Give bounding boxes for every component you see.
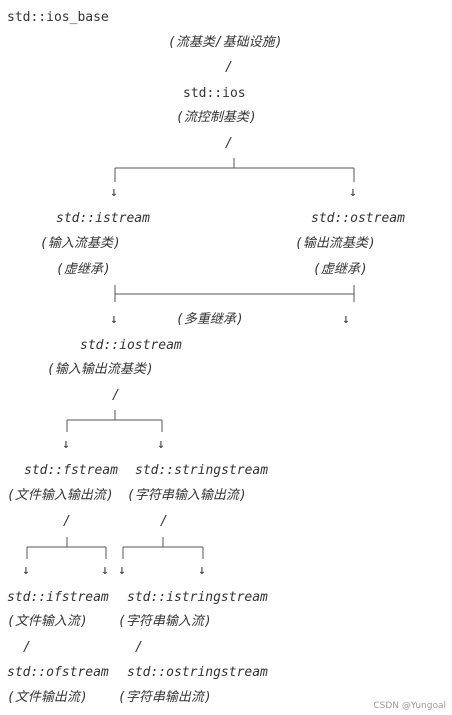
multi-inherit-label: (多重继承): [176, 312, 244, 327]
node-iostream-desc: (输入输出流基类): [47, 362, 154, 377]
pipe-glyph: /: [23, 640, 31, 655]
node-fstream-desc: (文件输入输出流): [7, 488, 114, 503]
watermark-text: CSDN @Yungoal: [373, 701, 446, 711]
node-istream-name: std::istream: [56, 211, 150, 226]
node-ostream-note: (虚继承): [313, 262, 368, 277]
node-istringstream-desc: (字符串输入流): [118, 614, 212, 629]
node-ios-base-name: std::ios_base: [7, 10, 109, 25]
arrow-down: ↓: [110, 312, 118, 327]
node-ofstream-desc: (文件输出流): [7, 690, 88, 705]
arrow-down: ↓: [349, 185, 357, 200]
pipe-glyph: /: [112, 388, 120, 403]
node-ifstream-desc: (文件输入流): [7, 614, 88, 629]
arrow-down: ↓: [157, 437, 165, 452]
pipe-glyph: /: [135, 640, 143, 655]
node-stringstream-name: std::stringstream: [135, 463, 269, 478]
node-ifstream-name: std::ifstream: [7, 590, 109, 605]
node-ostream-name: std::ostream: [311, 211, 405, 226]
node-stringstream-desc: (字符串输入输出流): [127, 488, 247, 503]
pipe-glyph: /: [225, 136, 233, 151]
arrow-down: ↓: [110, 185, 118, 200]
node-ios-desc: (流控制基类): [176, 110, 257, 125]
arrow-down: ↓: [22, 563, 30, 578]
node-ostringstream-name: std::ostringstream: [127, 665, 268, 680]
node-ofstream-name: std::ofstream: [7, 665, 109, 680]
node-ios-name: std::ios: [183, 86, 246, 101]
arrow-down: ↓: [101, 563, 109, 578]
arrow-down: ↓: [62, 437, 70, 452]
node-ostringstream-desc: (字符串输出流): [118, 690, 212, 705]
node-istream-desc: (输入流基类): [40, 236, 121, 251]
pipe-glyph: /: [63, 514, 71, 529]
arrow-down: ↓: [342, 312, 350, 327]
pipe-glyph: /: [225, 60, 233, 75]
node-ios-base-desc: (流基类/基础设施): [168, 35, 283, 50]
pipe-glyph: /: [160, 514, 168, 529]
arrow-down: ↓: [198, 563, 206, 578]
arrow-down: ↓: [118, 563, 126, 578]
node-ostream-desc: (输出流基类): [295, 236, 376, 251]
node-istream-note: (虚继承): [56, 262, 111, 277]
node-fstream-name: std::fstream: [24, 463, 118, 478]
node-istringstream-name: std::istringstream: [127, 590, 268, 605]
node-iostream-name: std::iostream: [80, 338, 182, 353]
